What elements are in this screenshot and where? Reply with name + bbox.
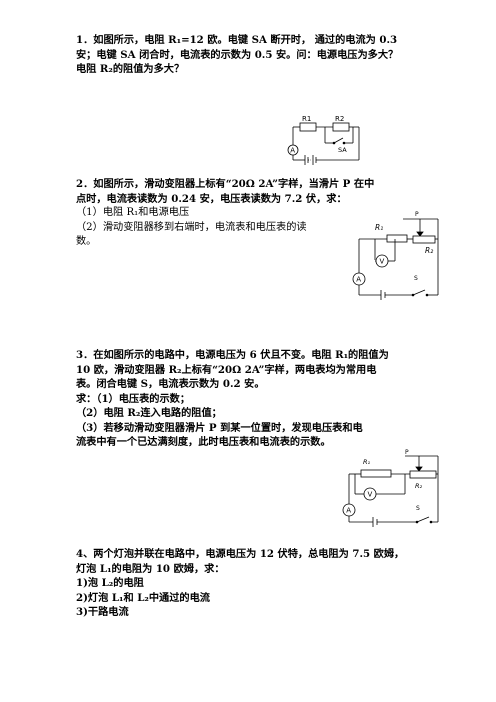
figure-1-r1-label: R1 bbox=[302, 115, 311, 123]
figure-1-r2-label: R2 bbox=[335, 115, 344, 123]
figure-2-p-label: P bbox=[415, 211, 419, 218]
question-1: 1．如图所示，电阻 R₁=12 欧。电键 SA 断开时， 通过的电流为 0.3 … bbox=[76, 33, 432, 77]
circuit-figure-2: P R₁ R₂ V A S bbox=[352, 211, 439, 300]
question-2: 2．如图所示，滑动变阻器上标有“20Ω 2A”字样，当滑片 P 在中 点时，电流… bbox=[76, 177, 432, 250]
question-4-line-1: 4、两个灯泡并联在电路中，电源电压为 12 伏特，总电阻为 7.5 欧姆， bbox=[76, 548, 405, 560]
question-4: 4、两个灯泡并联在电路中，电源电压为 12 伏特，总电阻为 7.5 欧姆， 灯泡… bbox=[76, 547, 432, 620]
figure-3-p-label: P bbox=[405, 449, 409, 456]
circuit-figure-1: R1 R2 SA A bbox=[287, 115, 360, 165]
figure-3-voltmeter-label: V bbox=[368, 491, 373, 499]
question-4-line-4: 2)灯泡 L₁和 L₂中通过的电流 bbox=[76, 591, 210, 604]
figure-2-switch-label: S bbox=[414, 275, 418, 282]
question-3-line-2: 10 欧，滑动变阻器 R₂上标有“20Ω 2A”字样，两电表均为常用电 bbox=[76, 363, 377, 376]
figure-2-voltmeter-label: V bbox=[380, 258, 385, 266]
figure-1-switch-label: SA bbox=[338, 146, 347, 154]
circuit-figure-3: P R₁ R₂ V A S bbox=[342, 449, 439, 527]
figure-3-switch-label: S bbox=[416, 505, 420, 512]
figure-2-r1-label: R₁ bbox=[375, 223, 383, 232]
figure-1-ammeter-label: A bbox=[290, 147, 295, 155]
question-2-line-1: 2．如图所示，滑动变阻器上标有“20Ω 2A”字样，当滑片 P 在中 bbox=[76, 178, 375, 190]
question-2-line-2: 点时，电流表读数为 0.24 安，电压表读数为 7.2 伏，求： bbox=[76, 192, 347, 205]
figure-2-ammeter-label: A bbox=[356, 276, 361, 284]
question-4-line-5: 3)干路电流 bbox=[76, 606, 129, 618]
question-3-line-6: （3）若移动滑动变阻器滑片 P 到某一位置时，发现电压表和电 bbox=[76, 421, 363, 434]
question-1-line-2: 安；电键 SA 闭合时，电流表的示数为 0.5 安。问：电源电压为多大？ bbox=[76, 48, 399, 61]
question-3-line-3: 表。闭合电键 S，电流表示数为 0.2 安。 bbox=[76, 378, 265, 390]
question-3-line-7: 流表中有一个已达满刻度，此时电压表和电流表的示数。 bbox=[76, 436, 331, 448]
question-1-line-1: 1．如图所示，电阻 R₁=12 欧。电键 SA 断开时， 通过的电流为 0.3 bbox=[76, 34, 398, 46]
question-2-line-3: （1）电阻 R₁和电源电压 bbox=[76, 207, 190, 218]
question-1-line-3: 电阻 R₂的阻值为多大？ bbox=[76, 63, 185, 75]
question-2-line-4: （2）滑动变阻器移到右端时，电流表和电压表的读 bbox=[76, 221, 307, 233]
figure-3-r2-label: R₂ bbox=[415, 482, 423, 490]
question-3-line-1: 3．在如图所示的电路中，电源电压为 6 伏且不变。电阻 R₁的阻值为 bbox=[76, 349, 389, 361]
question-4-line-2: 灯泡 L₁的电阻为 10 欧姆，求： bbox=[76, 562, 225, 575]
question-2-line-5: 数。 bbox=[76, 236, 97, 247]
figure-3-r1-label: R₁ bbox=[363, 458, 371, 466]
figure-3-ammeter-label: A bbox=[346, 507, 351, 515]
question-3-line-5: （2）电阻 R₂连入电路的阻值； bbox=[76, 407, 222, 419]
figure-2-r2-label: R₂ bbox=[425, 246, 433, 255]
question-4-line-3: 1)泡 L₂的电阻 bbox=[76, 577, 144, 589]
question-3: 3．在如图所示的电路中，电源电压为 6 伏且不变。电阻 R₁的阻值为 10 欧，… bbox=[76, 348, 432, 450]
question-3-line-4: 求：（1）电压表的示数； bbox=[76, 392, 191, 405]
